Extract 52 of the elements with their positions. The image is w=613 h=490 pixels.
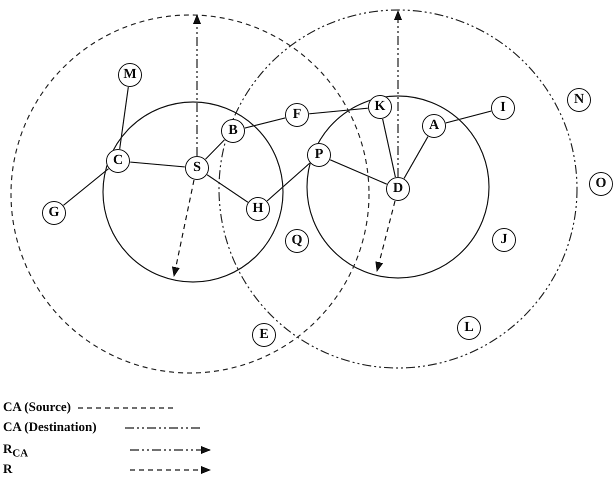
node-circle xyxy=(492,228,516,252)
node-label: Q xyxy=(292,234,302,248)
link-line xyxy=(119,87,129,149)
node-circle xyxy=(42,201,66,225)
link-line xyxy=(446,110,492,124)
node-circle xyxy=(118,63,142,87)
node-label: O xyxy=(596,177,606,191)
link-line xyxy=(130,161,185,168)
node-circle xyxy=(491,96,515,120)
node-label: K xyxy=(374,100,386,114)
node-label: E xyxy=(259,328,269,342)
legend-label: R$_{CA}$ xyxy=(3,441,28,460)
link-line xyxy=(404,136,428,179)
node-label: N xyxy=(574,93,584,107)
link-line xyxy=(63,168,109,206)
link-line xyxy=(205,139,225,160)
node-circle xyxy=(285,229,309,253)
node-label: I xyxy=(500,101,506,115)
node-label: C xyxy=(112,154,124,168)
link-line xyxy=(309,108,368,114)
node-circle xyxy=(386,177,410,201)
node-circle xyxy=(252,323,276,347)
node-circle xyxy=(106,149,130,173)
link-line xyxy=(206,174,248,203)
node-label: F xyxy=(292,108,302,122)
legend-label: CA (Destination) xyxy=(3,419,97,435)
node-label: G xyxy=(48,206,60,220)
node-circle xyxy=(307,143,331,167)
node-label: H xyxy=(252,202,264,216)
link-line xyxy=(382,118,396,178)
link-line xyxy=(266,162,310,202)
node-circle xyxy=(457,316,481,340)
node-label: A xyxy=(428,119,440,133)
node-circle xyxy=(422,114,446,138)
node-label: D xyxy=(392,182,404,196)
node-label: S xyxy=(193,161,201,175)
node-circle xyxy=(567,88,591,112)
legend-label: CA (Source) xyxy=(3,399,72,415)
node-label: P xyxy=(314,148,324,162)
node-label: L xyxy=(464,321,474,335)
node-label: J xyxy=(500,233,508,247)
link-line xyxy=(244,117,286,129)
link-line xyxy=(330,159,388,185)
node-circle xyxy=(589,172,613,196)
node-circle xyxy=(368,95,392,119)
node-label: B xyxy=(228,124,238,138)
legend-label: R xyxy=(3,461,12,477)
node-circle xyxy=(185,156,209,180)
node-label: M xyxy=(123,68,137,82)
node-circle xyxy=(285,103,309,127)
node-circle xyxy=(221,119,245,143)
node-circle xyxy=(246,197,270,221)
